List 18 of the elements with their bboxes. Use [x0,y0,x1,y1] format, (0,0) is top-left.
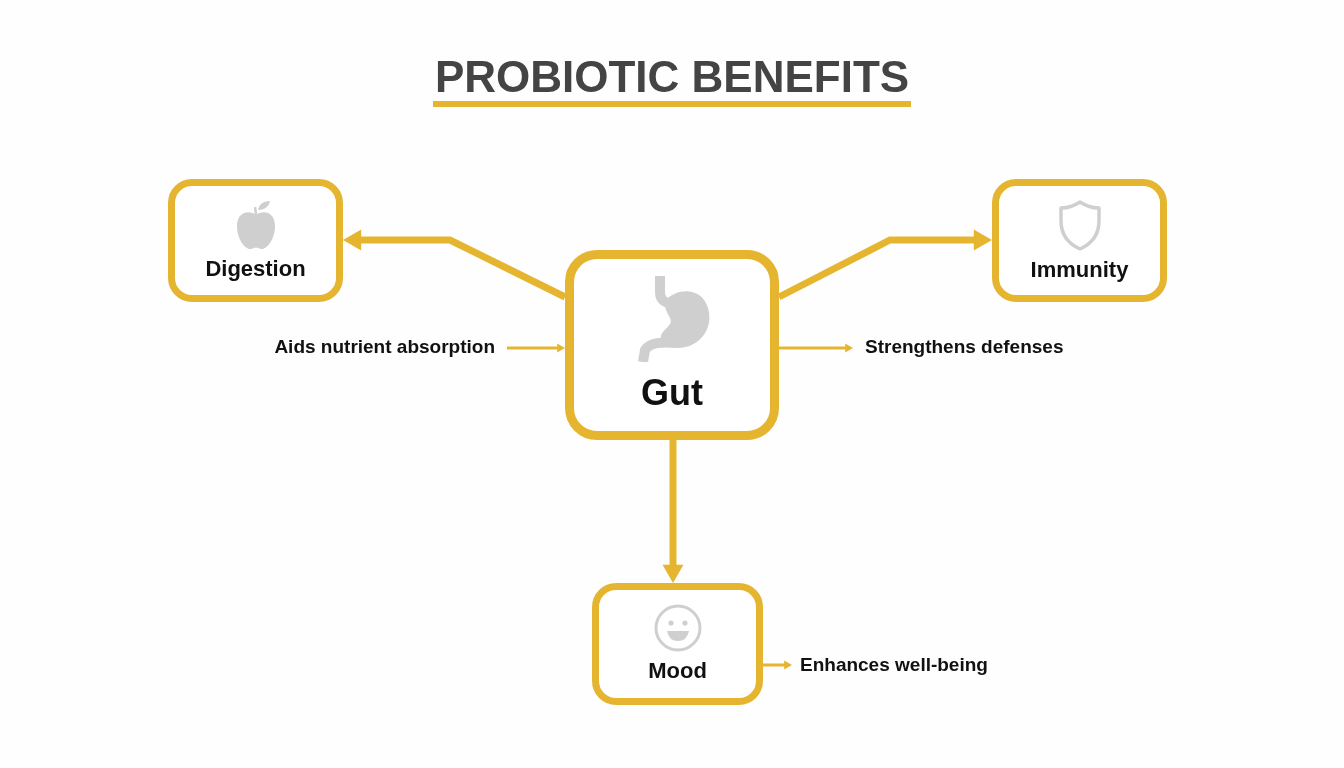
title: PROBIOTIC BENEFITS [434,52,910,102]
benefit-box [592,583,763,705]
arrow [779,343,853,353]
benefit-box [168,179,343,302]
arrow [507,343,565,353]
box-label: Immunity [1030,256,1129,283]
hub-box [565,250,779,440]
description-text: Aids nutrient absorption [274,335,495,359]
arrow [777,229,992,301]
description-text: Enhances well-being [800,653,988,677]
benefit-box [992,179,1167,302]
box-label: Gut [641,372,703,414]
arrow [343,229,567,301]
arrow [662,440,684,583]
box-label: Mood [648,658,707,684]
box-label: Digestion [205,255,306,282]
arrow [763,660,792,670]
description-text: Strengthens defenses [865,335,1064,359]
